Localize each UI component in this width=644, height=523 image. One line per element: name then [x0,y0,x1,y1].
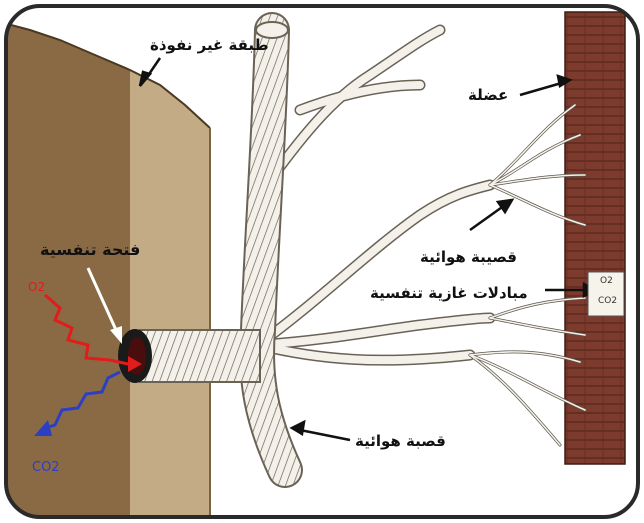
o2-in-label: O2 [28,280,45,294]
spiracle-label: فتحة تنفسية [40,240,140,259]
trachea-label: قصبة هوائية [355,432,446,450]
gas-exchange-label: مبادلات غازية تنفسية [370,284,528,302]
impermeable-layer-label: طبقة غير نفوذة [150,36,269,54]
tracheole-label: قصيبة هوائية [420,248,517,266]
o2-box-label: O2 [600,276,613,286]
muscle-label: عضلة [468,86,508,104]
spiracle-opening [118,329,152,383]
muscle-tissue [565,12,625,464]
spiracle-trachea-tube [140,330,260,382]
co2-box-label: CO2 [598,296,617,306]
cuticle-inner-layer [130,70,210,523]
co2-out-label: CO2 [32,460,60,475]
